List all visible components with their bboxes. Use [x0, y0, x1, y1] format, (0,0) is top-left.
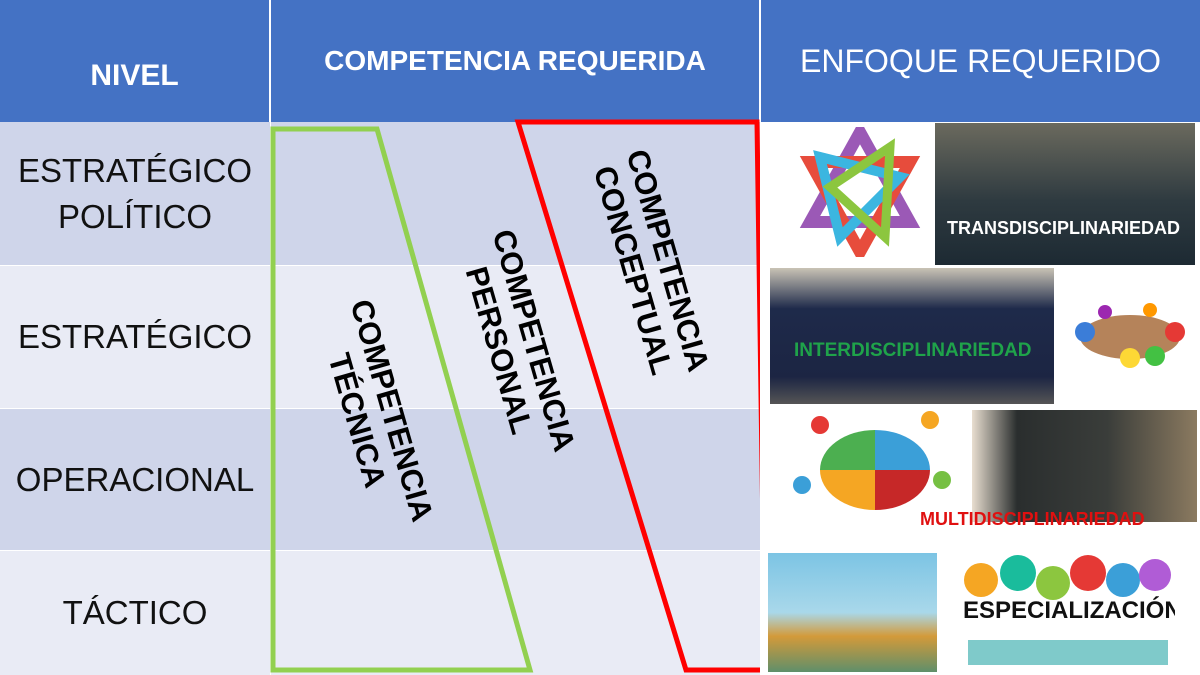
enfoque-column: TRANSDISCIPLINARIEDAD INTERDISCIPLINARIE…	[760, 122, 1200, 675]
row-bg	[271, 409, 760, 550]
row-estrategico-politico: ESTRATÉGICO POLÍTICO	[0, 122, 270, 265]
multi-label: MULTIDISCIPLINARIEDAD	[920, 509, 1145, 529]
row-label: POLÍTICO	[57, 197, 213, 235]
row-tactico: TÁCTICO	[0, 551, 270, 675]
jet-photo	[768, 553, 937, 672]
salute-photo: INTERDISCIPLINARIEDAD	[770, 268, 1054, 404]
tecnica-trapezoid	[270, 126, 534, 673]
espec-label: ESPECIALIZACIÓN	[963, 597, 1175, 624]
row-label: TÁCTICO	[62, 594, 208, 631]
puzzle-graphic	[790, 410, 955, 540]
star-graphic	[790, 127, 930, 257]
row-operacional: OPERACIONAL	[0, 409, 270, 550]
inter-label: INTERDISCIPLINARIEDAD	[794, 340, 1032, 361]
header-enfoque: ENFOQUE REQUERIDO	[761, 0, 1200, 122]
row-bg	[271, 266, 760, 408]
row-label: ESTRATÉGICO	[17, 151, 253, 189]
meeting-photo: TRANSDISCIPLINARIEDAD	[935, 123, 1195, 265]
header-competencia: COMPETENCIA REQUERIDA	[271, 0, 759, 122]
gears-graphic: ESPECIALIZACIÓN	[963, 555, 1175, 665]
row-bg	[271, 122, 760, 265]
header-nivel: NIVEL	[0, 0, 269, 122]
row-estrategico: ESTRATÉGICO	[0, 266, 270, 408]
military-photo	[972, 410, 1197, 522]
round-table-graphic	[1065, 292, 1195, 377]
row-label: ESTRATÉGICO	[17, 318, 253, 355]
trans-label: TRANSDISCIPLINARIEDAD	[947, 218, 1181, 238]
row-label: OPERACIONAL	[15, 460, 255, 498]
